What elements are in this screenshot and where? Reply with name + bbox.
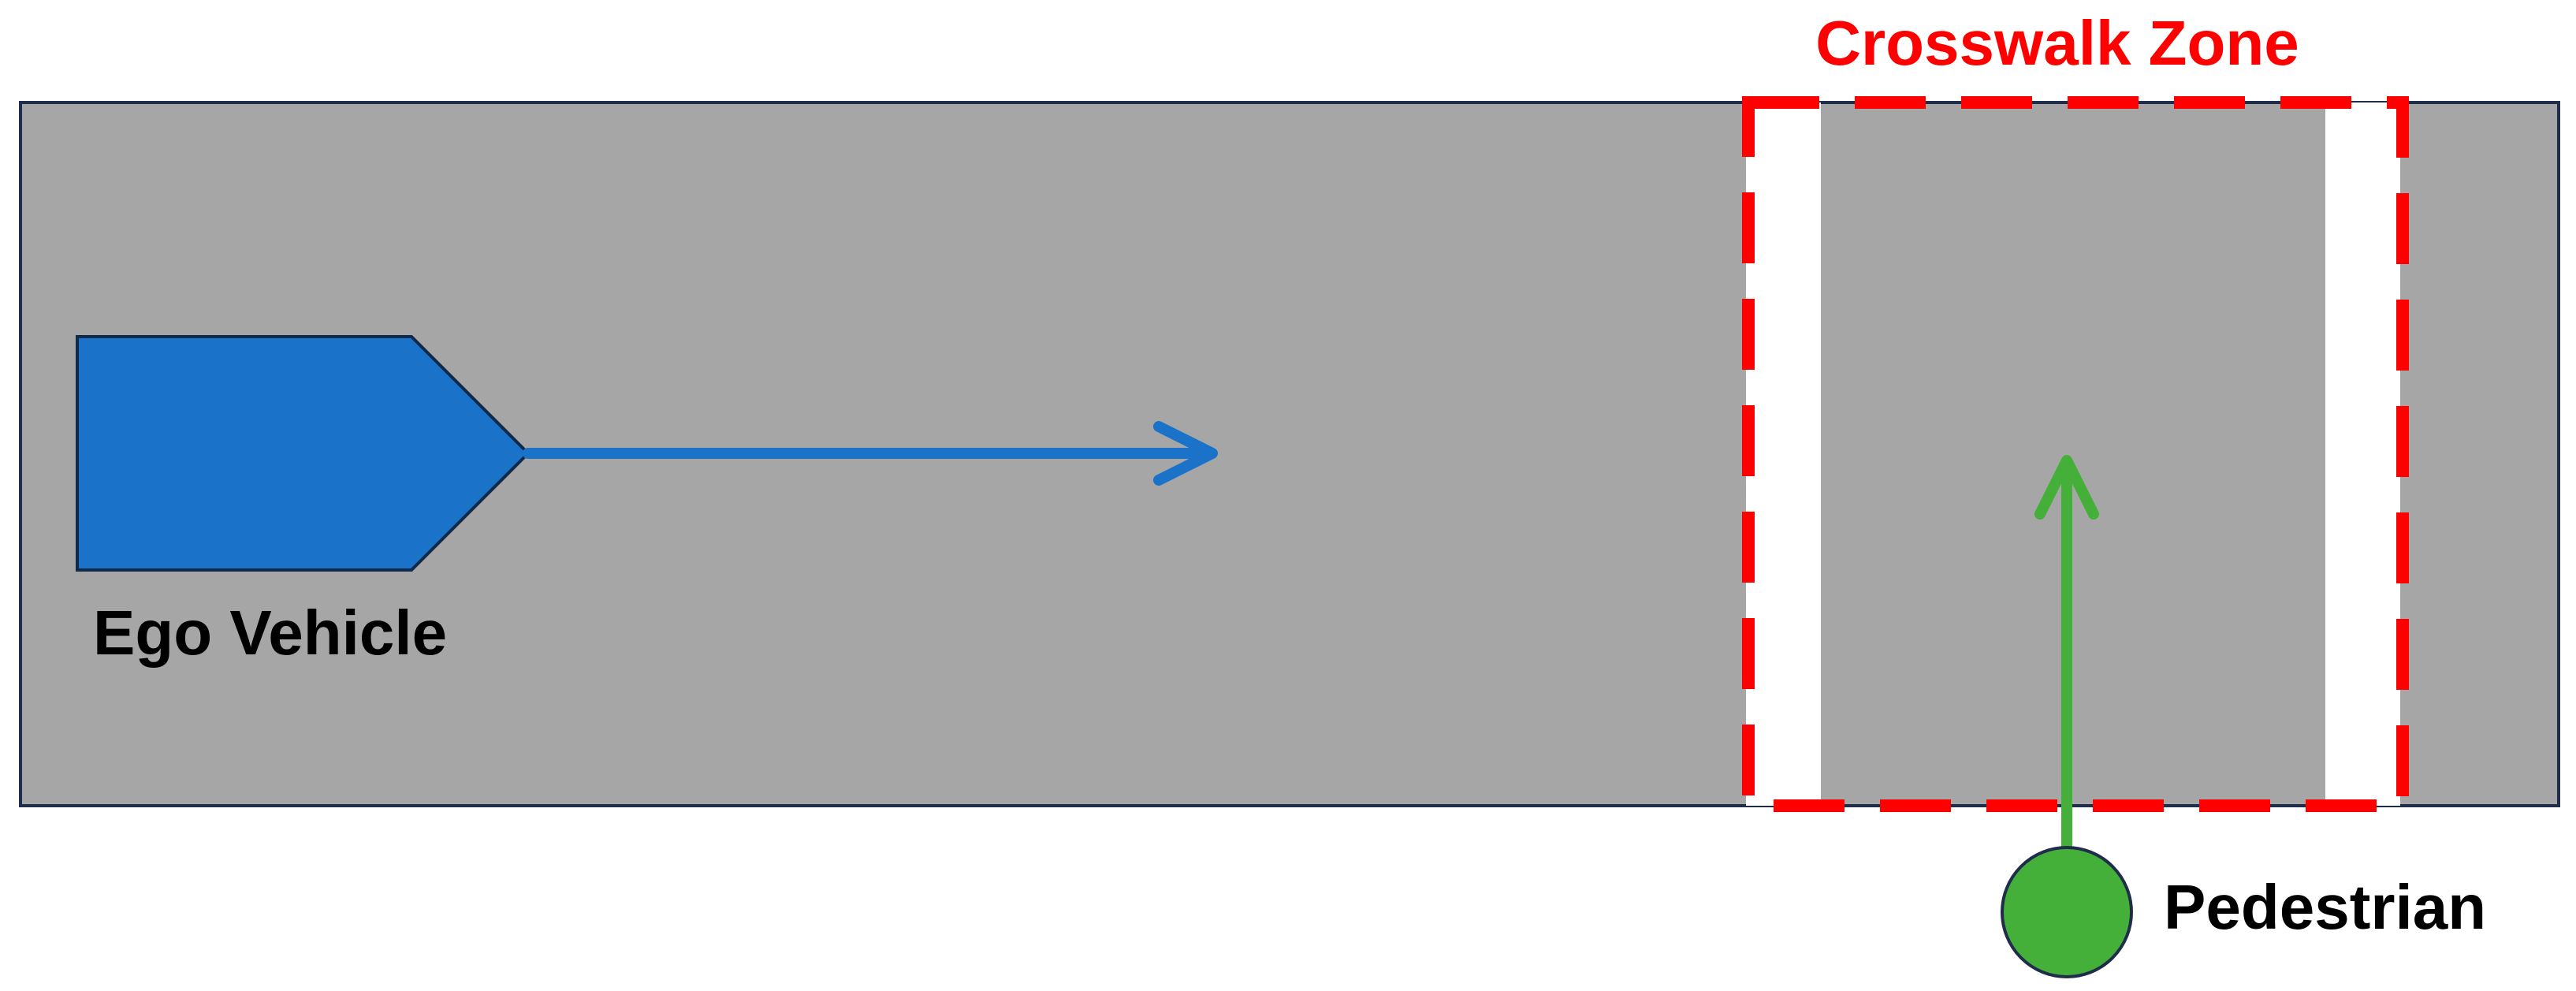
pedestrian-label: Pedestrian	[2164, 872, 2486, 942]
crosswalk-zone-boundary	[1742, 96, 2409, 812]
ego-vehicle-label: Ego Vehicle	[93, 598, 447, 668]
pedestrian-direction-arrow	[2034, 455, 2099, 853]
crosswalk-stripe-left	[1746, 102, 1821, 806]
crosswalk-stripe-right	[2325, 102, 2400, 806]
pedestrian-icon	[2001, 846, 2133, 978]
ego-direction-arrow	[523, 421, 1218, 486]
ego-vehicle	[76, 335, 530, 572]
crosswalk-zone-label: Crosswalk Zone	[1815, 8, 2299, 78]
